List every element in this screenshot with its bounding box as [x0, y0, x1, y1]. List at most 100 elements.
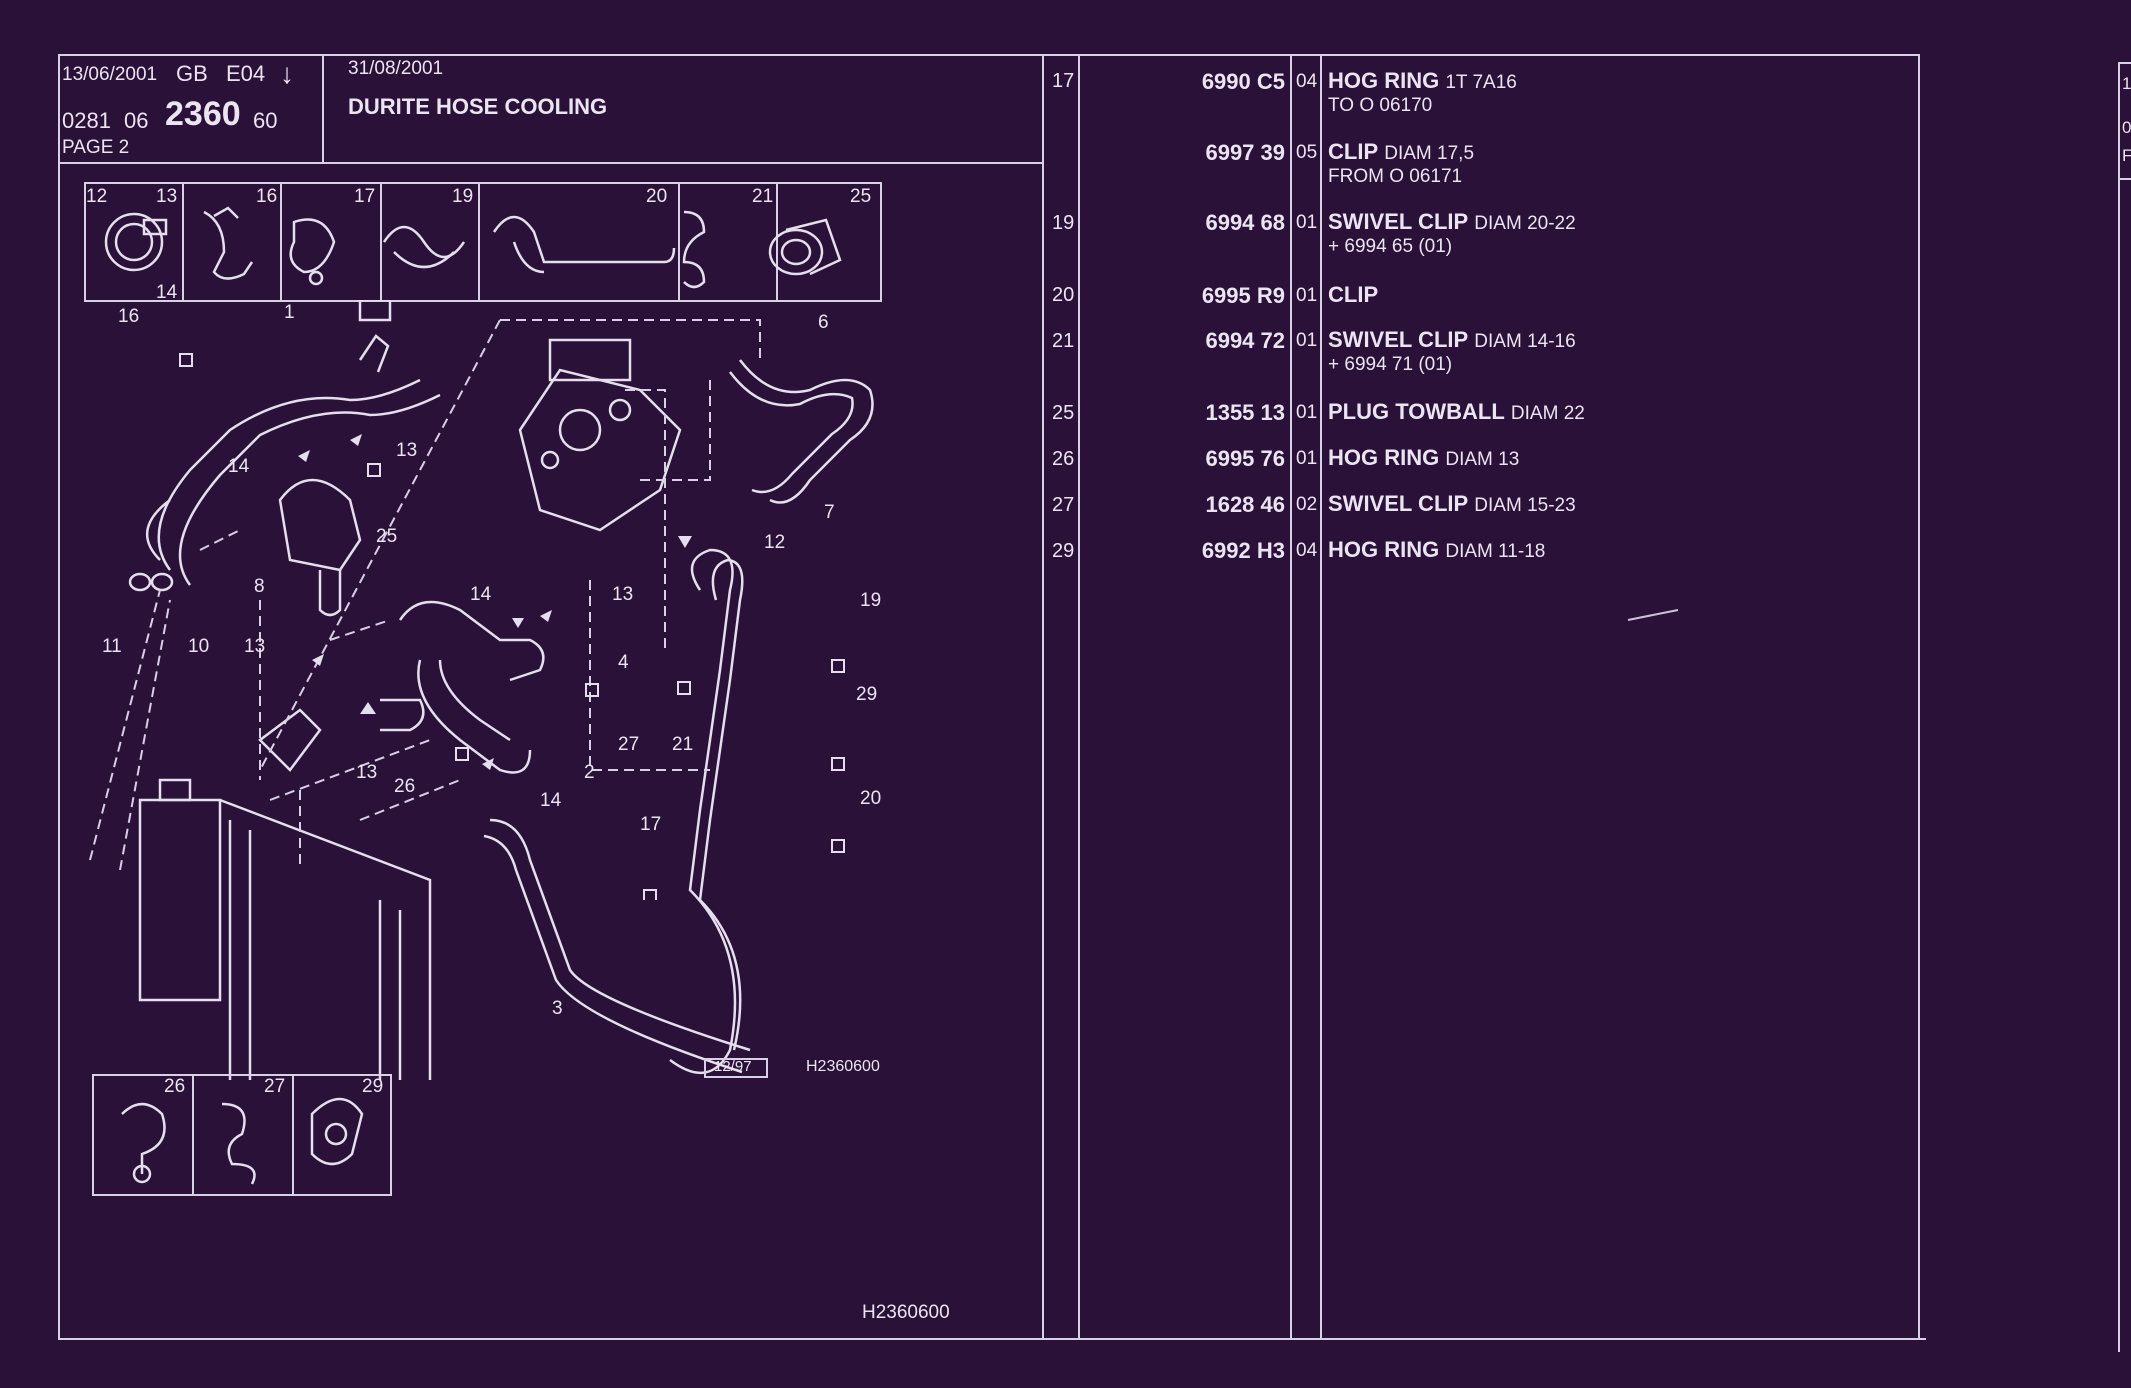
code-a: 0281 — [62, 108, 111, 133]
part-number[interactable]: 6994 68 — [1205, 210, 1285, 235]
item-number: 19 — [1052, 212, 1075, 234]
fragment-text-1: 1 — [2122, 74, 2131, 93]
callout-13a: 13 — [396, 440, 418, 461]
thumb-label-27: 27 — [264, 1076, 286, 1097]
quantity: 04 — [1296, 540, 1318, 561]
part-number[interactable]: 6997 39 — [1205, 140, 1285, 165]
thumb-label-19: 19 — [452, 186, 474, 207]
part-description: HOG RING DIAM 11-18 — [1328, 537, 1546, 562]
callout-16: 16 — [118, 306, 140, 327]
quantity: 01 — [1296, 402, 1318, 423]
quantity: 01 — [1296, 285, 1318, 306]
exploded-parts-diagram — [89, 300, 874, 1080]
edition-code: E04 — [226, 61, 266, 86]
callout-8: 8 — [254, 576, 265, 597]
callout-3: 3 — [552, 998, 563, 1019]
callout-14b: 14 — [470, 584, 492, 605]
part-number[interactable]: 6990 C5 — [1201, 69, 1285, 94]
drawing-reference: H2360600 — [862, 1302, 950, 1323]
quantity: 05 — [1296, 142, 1318, 163]
thumb-label-13: 13 — [156, 186, 178, 207]
date-revised: 31/08/2001 — [348, 58, 444, 79]
code-b: 06 — [124, 108, 149, 133]
page-number: PAGE 2 — [62, 137, 130, 158]
part-number[interactable]: 1355 13 — [1205, 400, 1285, 425]
quantity: 04 — [1296, 71, 1318, 92]
part-number[interactable]: 6995 76 — [1205, 446, 1285, 471]
part-number[interactable]: 6992 H3 — [1201, 538, 1285, 563]
callout-14c: 14 — [540, 790, 562, 811]
stamp-date: 12/97 — [714, 1058, 752, 1075]
item-number: 20 — [1052, 284, 1075, 306]
thumb-label-26: 26 — [164, 1076, 186, 1097]
callout-25: 25 — [376, 526, 398, 547]
bottom-thumbnail-frame — [92, 1074, 392, 1196]
quantity: 01 — [1296, 448, 1318, 469]
item-number: 21 — [1052, 330, 1075, 352]
item-number: 29 — [1052, 540, 1075, 562]
thumbnail-sketches — [104, 206, 842, 289]
quantity: 02 — [1296, 494, 1318, 515]
callout-17: 17 — [640, 814, 662, 835]
thumbnail-strip-frame — [84, 182, 882, 302]
callout-14a: 14 — [228, 456, 250, 477]
part-number[interactable]: 1628 46 — [1205, 492, 1285, 517]
quantity: 01 — [1296, 212, 1318, 233]
callout-1: 1 — [284, 302, 295, 323]
callout-12: 12 — [764, 532, 786, 553]
part-description: HOG RING DIAM 13 — [1328, 445, 1520, 470]
item-number: 25 — [1052, 402, 1075, 424]
callout-19: 19 — [860, 590, 882, 611]
thumb-label-16: 16 — [256, 186, 278, 207]
diagram-ref-small: H2360600 — [806, 1058, 880, 1075]
thumb-label-17: 17 — [354, 186, 376, 207]
callout-2: 2 — [584, 762, 595, 783]
callout-13d: 13 — [356, 762, 378, 783]
bottom-thumbnail-sketches — [121, 1097, 364, 1185]
part-number[interactable]: 6994 72 — [1205, 328, 1285, 353]
item-number: 27 — [1052, 494, 1075, 516]
callout-11: 11 — [102, 636, 122, 657]
callout-27: 27 — [618, 734, 640, 755]
part-note: + 6994 71 (01) — [1328, 354, 1453, 375]
callout-13c: 13 — [612, 584, 634, 605]
callout-26: 26 — [394, 776, 416, 797]
page-title: DURITE HOSE COOLING — [348, 94, 608, 119]
fragment-text-3: F — [2122, 146, 2131, 165]
language-code: GB — [176, 61, 208, 86]
part-note: FROM O 06171 — [1328, 166, 1463, 187]
part-description: HOG RING 1T 7A16 — [1328, 68, 1517, 93]
fragment-text-2: 0 — [2122, 118, 2131, 137]
thumb-label-14: 14 — [156, 282, 178, 303]
thumb-label-25: 25 — [850, 186, 872, 207]
thumb-label-21: 21 — [752, 186, 774, 207]
quantity: 01 — [1296, 330, 1318, 351]
part-description: PLUG TOWBALL DIAM 22 — [1328, 399, 1585, 424]
item-number: 17 — [1052, 70, 1075, 92]
thumb-label-29: 29 — [362, 1076, 384, 1097]
callout-7: 7 — [824, 502, 835, 523]
part-description: SWIVEL CLIP DIAM 20-22 — [1328, 209, 1576, 234]
callout-13b: 13 — [244, 636, 266, 657]
code-c: 60 — [253, 108, 278, 133]
callout-6: 6 — [818, 312, 829, 333]
item-number: 26 — [1052, 448, 1075, 470]
callout-markers — [179, 353, 845, 900]
callout-21: 21 — [672, 734, 694, 755]
callout-4: 4 — [618, 652, 629, 673]
callout-29: 29 — [856, 684, 878, 705]
code-main: 2360 — [165, 95, 241, 133]
thumb-label-20: 20 — [646, 186, 668, 207]
part-description: CLIP DIAM 17,5 — [1328, 139, 1475, 164]
callout-20: 20 — [860, 788, 882, 809]
pen-mark — [1627, 609, 1679, 621]
part-number[interactable]: 6995 R9 — [1201, 283, 1285, 308]
part-description: SWIVEL CLIP DIAM 15-23 — [1328, 491, 1576, 516]
diagram-stamp: 12/97 — [704, 1058, 768, 1078]
thumb-label-12: 12 — [86, 186, 108, 207]
part-description: CLIP — [1328, 282, 1379, 307]
part-note: TO O 06170 — [1328, 95, 1433, 116]
callout-10: 10 — [188, 636, 210, 657]
part-note: + 6994 65 (01) — [1328, 236, 1453, 257]
date-issued: 13/06/2001 — [62, 64, 158, 85]
